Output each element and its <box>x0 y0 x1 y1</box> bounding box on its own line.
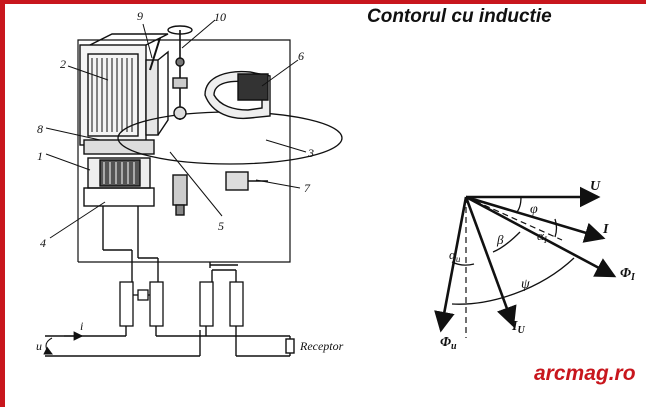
voltage-label: u <box>36 339 42 353</box>
voltage-electromagnet <box>79 33 169 146</box>
part-number-6: 6 <box>298 49 304 63</box>
label-u: U <box>590 179 601 194</box>
label-alpha-u-sub: u <box>456 254 461 264</box>
part-number-1: 1 <box>37 149 43 163</box>
label-i: I <box>602 222 609 237</box>
red-frame-left <box>0 0 5 407</box>
dashed-diagonal <box>465 196 563 241</box>
meter-construction-drawing <box>43 19 343 357</box>
current-electromagnet <box>83 139 155 207</box>
label-phi-i: ΦI <box>620 266 636 283</box>
label-alpha-i-sub: I <box>543 235 548 245</box>
part-number-2: 2 <box>60 57 66 71</box>
phasor-phi-u <box>434 196 468 333</box>
phasor-labels: U I ΦI Φu IU φ αI αu β ψ <box>440 179 636 352</box>
label-beta: β <box>496 232 504 247</box>
label-i-u: IU <box>511 319 525 336</box>
part-number-9: 9 <box>137 9 143 23</box>
part-number-3: 3 <box>307 146 314 160</box>
part-labels: 9 10 6 2 8 1 3 7 5 4 i u Receptor <box>36 9 344 353</box>
label-phi-u-sub: u <box>451 341 457 352</box>
phasor-i-u <box>464 196 517 328</box>
part-number-7: 7 <box>304 181 311 195</box>
housing-outline <box>77 39 291 263</box>
label-psi: ψ <box>521 277 530 292</box>
label-phi-angle: φ <box>530 202 538 217</box>
terminal-block <box>119 281 244 327</box>
register-mechanism <box>167 25 193 120</box>
label-i-u-sub: U <box>517 325 525 336</box>
part-number-4: 4 <box>40 236 46 250</box>
label-phi-u: Φu <box>440 335 457 352</box>
current-label: i <box>80 319 83 333</box>
phasor-i <box>465 195 606 243</box>
brake-magnet <box>204 70 271 120</box>
receptor-box <box>285 338 295 354</box>
part-number-10: 10 <box>214 10 226 24</box>
part-number-8: 8 <box>37 122 43 136</box>
adjust-screw-5 <box>172 174 188 216</box>
part-number-5: 5 <box>218 219 224 233</box>
red-frame-top <box>0 0 646 4</box>
label-alpha-u: αu <box>449 247 461 264</box>
site-watermark: arcmag.ro <box>534 362 636 385</box>
label-phi-i-sub: I <box>630 272 636 283</box>
regulator-7 <box>225 171 268 191</box>
phasor-diagram <box>434 186 617 338</box>
phasor-phi-i <box>465 195 617 278</box>
receptor-label: Receptor <box>299 339 344 353</box>
page-title: Contorul cu inductie <box>367 6 552 27</box>
label-alpha-i: αI <box>537 228 548 245</box>
